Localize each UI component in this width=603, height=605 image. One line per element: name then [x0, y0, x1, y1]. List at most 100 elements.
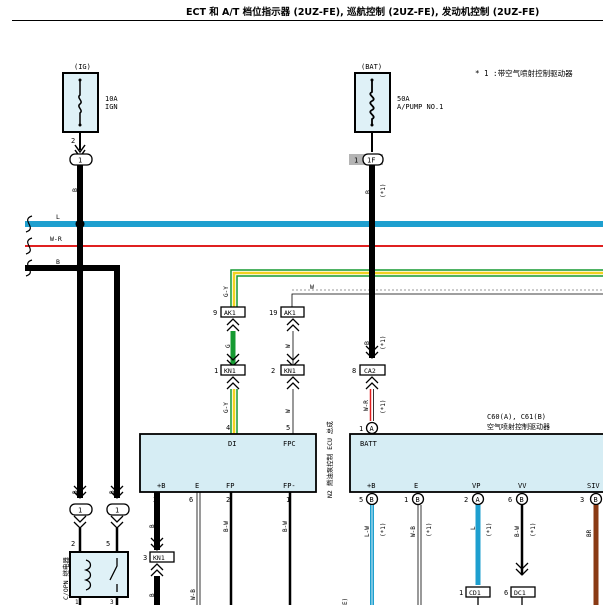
wire-b-ca2-label: B — [363, 341, 371, 345]
relay-coil-icon — [83, 559, 92, 591]
wire-w3-label: W — [285, 409, 292, 413]
relay-pin-br: 3 — [110, 599, 114, 605]
wire-w-horizontal — [291, 293, 603, 313]
ecu-bottom-pin-2-num: 2 — [226, 496, 230, 504]
driver-batt-pin: 1 — [359, 425, 363, 433]
driver-bottom-pin-2-name: VP — [472, 482, 480, 490]
fuse-bat-conn: 1F — [367, 157, 375, 165]
ecu-bottom-pin-3-num: 1 — [286, 496, 290, 504]
driver-bottom-pin-3-num: 6 — [508, 496, 512, 504]
fuse-bat-wire: B — [364, 190, 372, 194]
kn1c-name: KN1 — [153, 554, 165, 562]
ecu-fuel-label: N2 燃油泵控制 ECU 总成 — [325, 421, 334, 498]
ecu-top-pin-1-num: 5 — [286, 424, 290, 432]
relay-pin-right: 5 — [106, 540, 110, 548]
driver-bottom-pin-1-num: 1 — [404, 496, 408, 504]
ak1b-connector — [280, 306, 305, 318]
driver-pin-3-connector — [515, 492, 529, 506]
relay-box — [69, 551, 129, 598]
wire-star2-label: (*1) — [380, 400, 387, 414]
wire-gy2-label: G-Y — [223, 402, 230, 413]
relay-label: C/OPN 继电器 — [61, 557, 70, 600]
wire-gy-label: G-Y — [223, 286, 230, 297]
driver-bottom-pin-2-conn: A — [476, 496, 481, 504]
ecu-bottom-pin-0-name: +B — [157, 482, 165, 490]
driver-batt-name: BATT — [360, 440, 378, 448]
bottom-wire-br: BR — [586, 529, 593, 537]
relay-pin-left: 2 — [71, 540, 75, 548]
fuse-ig-conn: 1 — [78, 157, 82, 165]
ak1b-pin: 19 — [269, 309, 277, 317]
dc1-connector — [510, 586, 536, 598]
relay-conn-left — [69, 503, 93, 516]
fuse-bat-symbol — [369, 80, 375, 125]
driver-bottom-pin-4-num: 3 — [580, 496, 584, 504]
cd1-name: CD1 — [469, 589, 481, 597]
fuse-bat-star: (*1) — [380, 184, 387, 198]
fuse-bat-supply: (BAT) — [361, 63, 382, 71]
driver-pin-4-connector — [589, 492, 603, 506]
relay-wire-b-left: B — [72, 490, 79, 494]
title-rule — [12, 20, 603, 21]
bottom-wire-star-3: (*1) — [486, 523, 493, 537]
kn1a-connector — [220, 364, 246, 376]
kn1a-pin: 1 — [214, 367, 218, 375]
wire-gy-horizontal — [232, 271, 603, 313]
ecu-bottom-pin-2-name: FP — [226, 482, 234, 490]
relay-conn-right-label: 1 — [115, 507, 119, 515]
ak1a-connector — [220, 306, 246, 318]
driver-label-2: 空气喷射控制驱动器 — [487, 422, 550, 431]
bottom-wire-wb2: W-B — [410, 526, 417, 537]
note-text: * 1 :带空气喷射控制驱动器 — [475, 68, 573, 78]
wire-w2-label: W — [285, 344, 292, 348]
driver-bottom-pin-4-name: SIV — [587, 482, 600, 490]
relay-conn-left-label: 1 — [78, 507, 82, 515]
bottom-wire-bw3: B-W — [514, 526, 521, 537]
ak1a-name: AK1 — [224, 309, 236, 317]
fuse-bat-name: A/PUMP NO.1 — [397, 103, 443, 111]
driver-bottom-pin-0-name: +B — [367, 482, 375, 490]
driver-pin-0-connector — [365, 492, 379, 506]
fuse-bat-rating: 50A — [397, 95, 410, 103]
cd1-pin: 1 — [459, 589, 463, 597]
bottom-wire-b2: B — [149, 593, 156, 597]
relay-switch-icon — [109, 558, 118, 592]
driver-label-1: C60(A), C61(B) — [487, 413, 546, 421]
ecu-bottom-pin-1-name: E — [195, 482, 199, 490]
page-title: ECT 和 A/T 档位指示器 (2UZ-FE), 巡航控制 (2UZ-FE),… — [186, 7, 540, 18]
fuse-bat-pin: 1 — [354, 157, 358, 165]
kn1b-connector — [280, 364, 305, 376]
kn1a-name: KN1 — [224, 367, 236, 375]
dc1-pin: 6 — [504, 589, 508, 597]
wire-g-label: G — [225, 344, 232, 348]
relay-wire-b-right: B — [109, 490, 116, 494]
driver-bottom-pin-4-conn: B — [594, 496, 598, 504]
ecu-fuel-box — [139, 433, 317, 493]
driver-bottom-pin-0-conn: B — [370, 496, 374, 504]
fuse-ig-rating: 10A — [105, 95, 118, 103]
driver-bottom-pin-3-conn: B — [520, 496, 524, 504]
bottom-wire-lw: L-W — [364, 526, 371, 537]
wire-l-label: L — [56, 213, 60, 221]
relay-pin-bl: 1 — [75, 599, 79, 605]
ca2-connector — [359, 364, 386, 376]
bottom-wire-star-4: (*1) — [530, 523, 537, 537]
driver-box — [349, 433, 603, 493]
bottom-wire-bw: B-W — [223, 521, 230, 532]
driver-pin-2-connector — [471, 492, 485, 506]
ak1b-name: AK1 — [284, 309, 296, 317]
bottom-wire-b1: B — [149, 524, 156, 528]
fuse-ig-symbol — [78, 80, 82, 125]
dc1-name: DC1 — [514, 589, 526, 597]
bottom-wire-star-2: (*1) — [426, 523, 433, 537]
driver-bottom-pin-1-conn: B — [416, 496, 420, 504]
bottom-wire-e: E) — [342, 598, 349, 605]
driver-bottom-pin-2-num: 2 — [464, 496, 468, 504]
wire-wr2-label: W-R — [363, 400, 370, 411]
bottom-wire-star-1: (*1) — [380, 523, 387, 537]
bottom-wire-bw2: B-W — [282, 521, 289, 532]
ecu-top-pin-0-num: 4 — [226, 424, 230, 432]
fuse-ig-supply: (IG) — [74, 63, 91, 71]
driver-bottom-pin-0-num: 5 — [359, 496, 363, 504]
